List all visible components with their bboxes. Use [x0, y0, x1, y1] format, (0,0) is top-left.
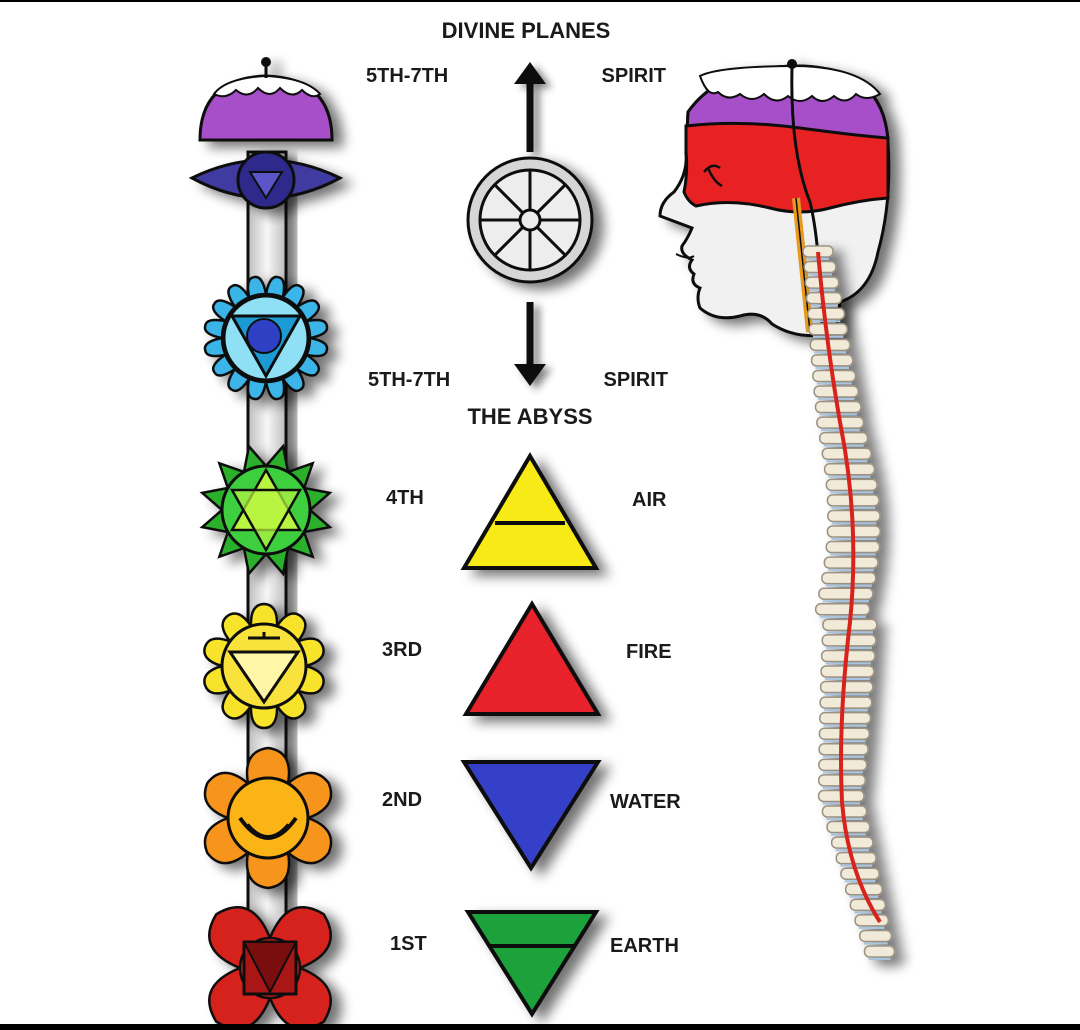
divine-planes-title: DIVINE PLANES — [442, 18, 611, 43]
element-label: FIRE — [626, 641, 672, 663]
vertebra — [818, 727, 871, 740]
spine-icon — [802, 245, 896, 960]
element-row-air: 4TH AIR — [362, 452, 702, 570]
vertebra — [818, 743, 869, 756]
vertebra — [835, 851, 877, 865]
vertebra — [814, 603, 871, 616]
element-label: AIR — [632, 489, 667, 511]
root-chakra-icon — [208, 906, 332, 1024]
vertebra — [854, 914, 890, 927]
top-plane-left-label: 5TH-7TH — [366, 65, 448, 87]
level-label: 1ST — [390, 933, 427, 955]
wheel-spoke — [536, 183, 567, 214]
bottom-plane-right-label: SPIRIT — [604, 369, 668, 391]
third-eye-chakra-icon — [188, 150, 344, 210]
vertebra — [819, 680, 874, 694]
bottom-plane-left-label: 5TH-7TH — [368, 369, 450, 391]
sacral-chakra-icon — [203, 746, 333, 890]
wheel-spoke — [493, 183, 524, 214]
vertebra — [819, 696, 873, 709]
heart-chakra-icon — [199, 443, 333, 577]
vertebra — [821, 571, 877, 585]
vertebra — [863, 945, 896, 958]
divine-planes-section: DIVINE PLANES 5TH-7TH SPIRIT 5TH-7TH SPI… — [354, 18, 704, 429]
vertebra — [826, 820, 871, 834]
element-label: EARTH — [610, 935, 679, 957]
double-arrow-icon — [514, 62, 546, 386]
head-profile-icon — [658, 59, 891, 338]
vertebra — [830, 836, 874, 849]
vertebra — [818, 587, 874, 600]
chakra-column — [188, 57, 344, 1024]
wheel-spoke — [493, 226, 524, 257]
level-label: 3RD — [382, 639, 422, 661]
level-label: 2ND — [382, 789, 422, 811]
abyss-title: THE ABYSS — [467, 404, 592, 429]
element-row-earth: 1ST EARTH — [362, 910, 706, 1018]
level-label: 4TH — [386, 487, 424, 509]
vertebra — [820, 665, 875, 678]
top-plane-right-label: SPIRIT — [602, 65, 666, 87]
fire-triangle-icon — [462, 600, 602, 716]
solar-plexus-chakra-icon — [203, 602, 325, 730]
element-row-fire: 3RD FIRE — [362, 600, 702, 716]
dharma-wheel-icon — [466, 156, 594, 284]
water-triangle-icon — [460, 760, 602, 872]
element-row-water: 2ND WATER — [358, 760, 702, 872]
element-label: WATER — [610, 791, 681, 813]
throat-chakra-icon — [203, 275, 329, 401]
vertebra — [859, 929, 893, 943]
air-triangle-icon — [460, 452, 600, 570]
vertebra — [823, 556, 879, 569]
crown-chakra-icon — [198, 57, 334, 142]
vertebra — [819, 711, 872, 725]
wheel-spoke — [536, 226, 567, 257]
earth-triangle-icon — [464, 910, 600, 1018]
